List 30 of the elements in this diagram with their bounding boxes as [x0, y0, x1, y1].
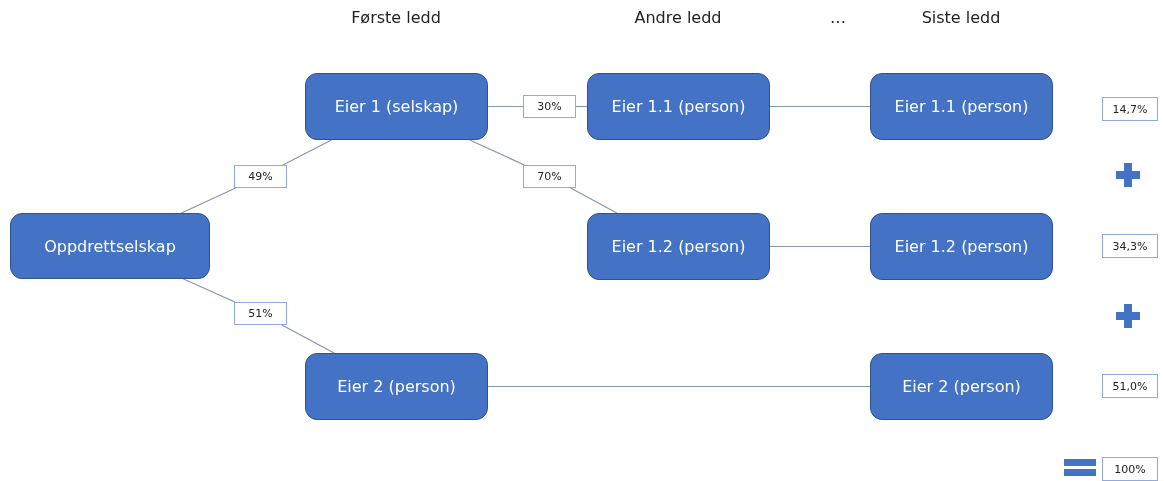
column-heading: Andre ledd	[634, 8, 722, 27]
percentage-label: 100%	[1102, 457, 1158, 481]
percentage-label: 51,0%	[1102, 374, 1158, 398]
connector-line	[769, 105, 871, 108]
owner-box: Eier 2 (person)	[870, 353, 1053, 420]
connector-line	[183, 278, 236, 303]
percentage-label: 51%	[234, 302, 287, 325]
owner-box: Eier 1.2 (person)	[587, 213, 770, 280]
percentage-label: 49%	[234, 165, 287, 188]
owner-box: Eier 1.1 (person)	[587, 73, 770, 140]
percentage-label: 70%	[523, 165, 576, 188]
owner-box: Eier 2 (person)	[305, 353, 488, 420]
connector-line	[487, 385, 871, 388]
percentage-label: 14,7%	[1102, 97, 1158, 121]
column-heading: Første ledd	[351, 8, 441, 27]
owner-box: Oppdrettselskap	[10, 213, 210, 279]
percentage-label: 34,3%	[1102, 234, 1158, 258]
connector-line	[469, 139, 525, 166]
connector-line	[282, 139, 332, 166]
percentage-label: 30%	[523, 95, 576, 118]
owner-box: Eier 1.2 (person)	[870, 213, 1053, 280]
connector-line	[487, 105, 524, 108]
connector-line	[570, 187, 618, 214]
connector-line	[769, 245, 871, 248]
column-heading: …	[830, 8, 846, 27]
owner-box: Eier 1 (selskap)	[305, 73, 488, 140]
connector-line	[180, 187, 237, 214]
connector-line	[281, 324, 335, 354]
column-heading: Siste ledd	[921, 8, 1001, 27]
owner-box: Eier 1.1 (person)	[870, 73, 1053, 140]
